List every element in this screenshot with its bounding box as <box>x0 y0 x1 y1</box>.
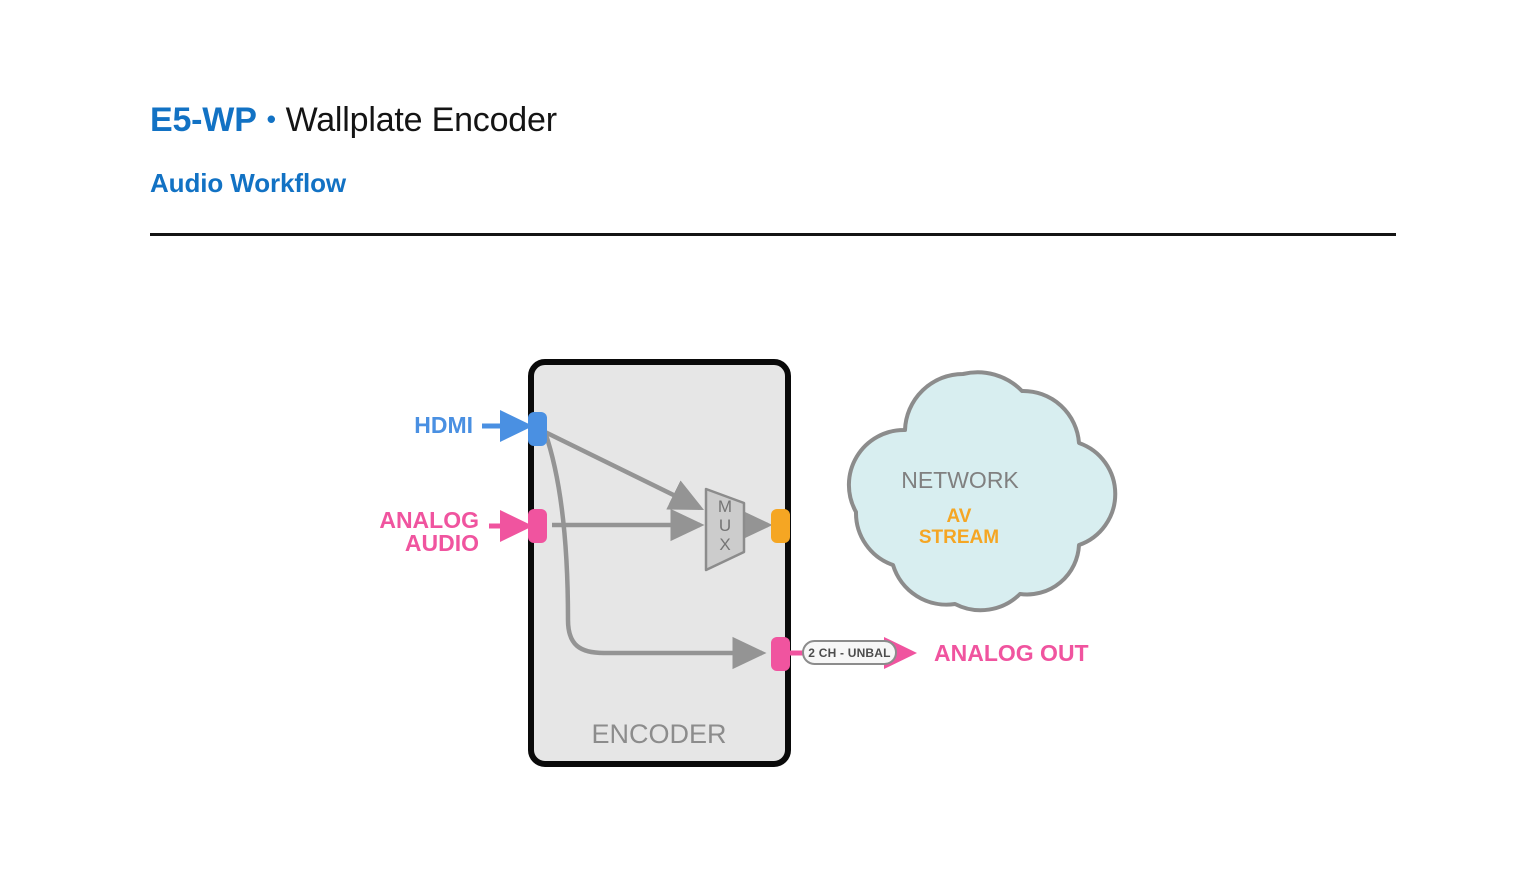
internal-signal-paths <box>542 429 773 670</box>
title-product-name: Wallplate Encoder <box>285 101 557 139</box>
av-stream-label-line1: AV <box>947 506 972 527</box>
port-analog-out[interactable] <box>771 637 790 671</box>
mux-block: M U X <box>704 487 746 572</box>
mux-letter-x: X <box>719 535 730 554</box>
mux-letter-u: U <box>719 516 731 535</box>
header-divider <box>150 233 1396 236</box>
title-bullet-separator: • <box>266 104 276 134</box>
network-cloud: NETWORK <box>846 370 1118 613</box>
path-hdmi-to-analog-out <box>542 431 767 670</box>
port-analog-audio-in[interactable] <box>528 509 547 543</box>
port-hdmi-in[interactable] <box>528 412 547 446</box>
encoder-label: ENCODER <box>591 719 726 749</box>
page-header: E5-WP • Wallplate Encoder Audio Workflow <box>150 100 1400 199</box>
encoder-box <box>528 359 791 767</box>
path-hdmi-to-mux <box>544 429 705 511</box>
av-stream-label-line2: STREAM <box>919 527 999 548</box>
analog-audio-label-line1: ANALOG <box>379 507 479 533</box>
analog-out-label: ANALOG OUT <box>934 640 1089 666</box>
analog-out-badge: 2 CH - UNBAL <box>802 640 897 665</box>
analog-audio-label-line2: AUDIO <box>405 530 479 556</box>
network-label: NETWORK <box>901 467 1019 493</box>
port-network-out[interactable] <box>771 509 790 543</box>
page-subtitle: Audio Workflow <box>150 168 346 198</box>
page-title: E5-WP • Wallplate Encoder <box>150 100 1400 142</box>
title-model: E5-WP <box>150 101 257 139</box>
mux-letter-m: M <box>718 497 732 516</box>
analog-out-badge-label: 2 CH - UNBAL <box>808 646 890 660</box>
hdmi-input-label: HDMI <box>414 412 473 438</box>
